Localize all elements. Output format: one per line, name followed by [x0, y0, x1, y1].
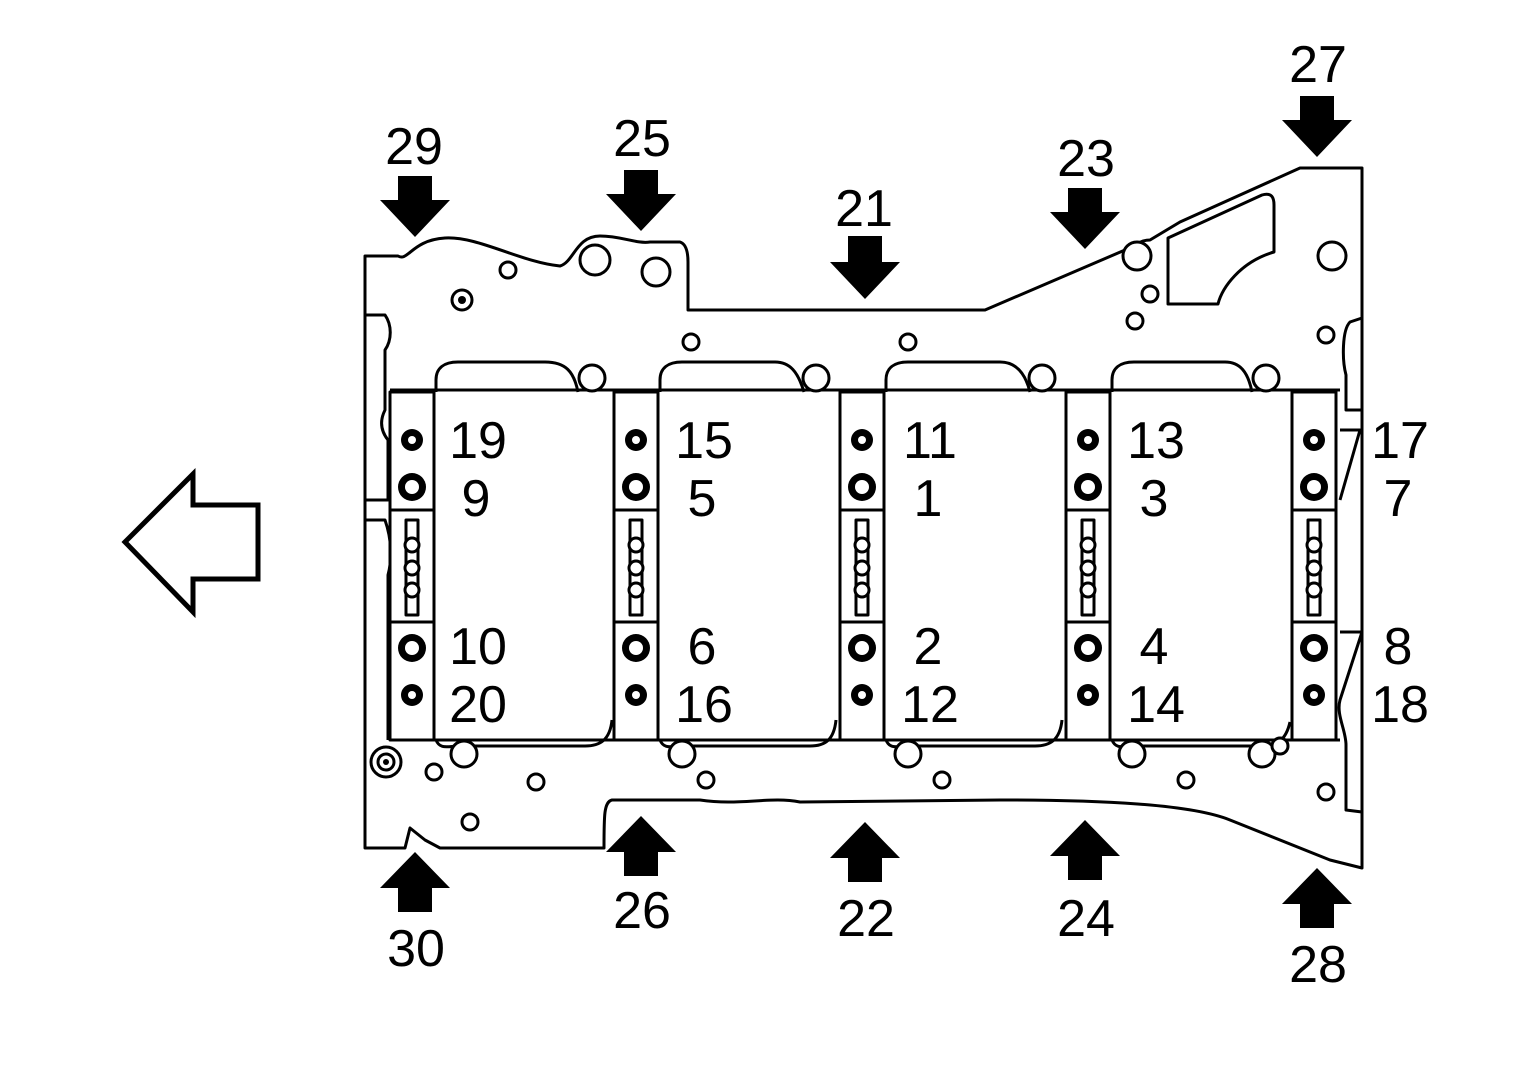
bolt-label: 20 — [449, 676, 507, 734]
bolt-label: 11 — [903, 412, 957, 470]
arrow-top-23 — [1050, 188, 1120, 249]
perimeter-holes — [369, 240, 1348, 832]
top-arrow-label: 21 — [835, 180, 893, 238]
top-arrow-label: 25 — [613, 110, 671, 168]
bottom-arrow-label: 26 — [613, 882, 671, 940]
cylinder-bays — [434, 360, 1292, 749]
arrow-callout-labels: 29 25 21 23 27 30 26 22 24 28 — [385, 36, 1347, 994]
bolt-label: 8 — [1384, 618, 1413, 676]
arrow-bottom-30 — [380, 852, 450, 912]
bolt-label: 12 — [901, 676, 959, 734]
window-recess — [1166, 192, 1276, 306]
bolt-heads-col-4 — [1074, 429, 1102, 706]
bolt-label: 13 — [1127, 412, 1185, 470]
top-arrow-label: 27 — [1289, 36, 1347, 94]
bolt-sequence-labels: 19 9 10 20 15 5 6 16 11 1 2 12 13 3 4 14… — [449, 412, 1429, 734]
bolt-label: 17 — [1371, 412, 1429, 470]
arrow-bottom-22 — [830, 822, 900, 882]
bolt-label: 1 — [914, 470, 943, 528]
top-arrow-label: 23 — [1057, 130, 1115, 188]
arrow-top-21 — [830, 236, 900, 299]
bolt-label: 7 — [1384, 470, 1413, 528]
bolt-heads — [398, 429, 1328, 706]
bolt-label: 5 — [688, 470, 717, 528]
right-rail — [1337, 316, 1364, 814]
bolt-label: 19 — [449, 412, 507, 470]
arrow-bottom-28 — [1282, 868, 1352, 928]
bottom-arrow-label: 24 — [1057, 890, 1115, 948]
bolt-label: 18 — [1371, 676, 1429, 734]
bolt-label: 4 — [1140, 618, 1169, 676]
bolt-label: 9 — [462, 470, 491, 528]
hollow-left-arrow-icon — [121, 467, 261, 619]
bottom-arrow-label: 28 — [1289, 936, 1347, 994]
bolt-label: 14 — [1127, 676, 1185, 734]
bottom-arrow-label: 30 — [387, 920, 445, 978]
bolt-label: 6 — [688, 618, 717, 676]
bolt-heads-col-3 — [848, 429, 876, 706]
bolt-heads-col-5 — [1300, 429, 1328, 706]
arrow-top-25 — [606, 170, 676, 231]
bolt-label: 10 — [449, 618, 507, 676]
bolt-label: 16 — [675, 676, 733, 734]
bolt-heads-col-2 — [622, 429, 650, 706]
bolt-heads-col-1 — [398, 429, 426, 706]
bottom-arrow-label: 22 — [837, 890, 895, 948]
arrow-top-29 — [380, 176, 450, 237]
top-arrow-label: 29 — [385, 118, 443, 176]
cap-studs — [390, 508, 1336, 624]
arrow-bottom-26 — [606, 816, 676, 876]
arrow-top-27 — [1282, 96, 1352, 157]
bolt-label: 2 — [914, 618, 943, 676]
arrow-bottom-24 — [1050, 820, 1120, 880]
bolt-label: 15 — [675, 412, 733, 470]
bolt-label: 3 — [1140, 470, 1169, 528]
